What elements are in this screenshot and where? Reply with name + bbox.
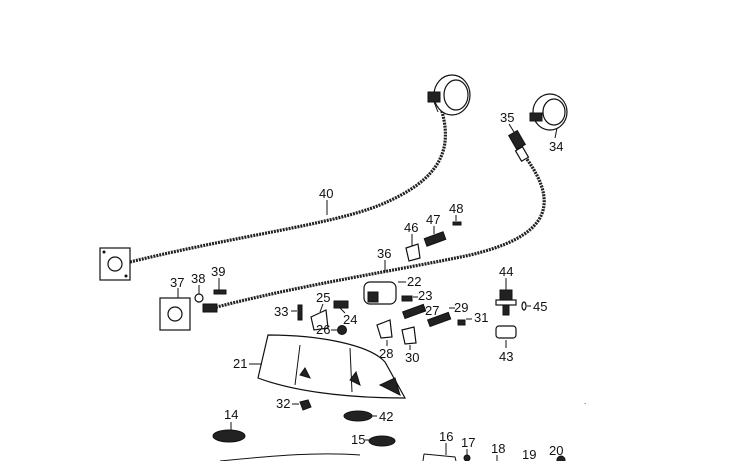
label-28: 28 (379, 346, 393, 361)
tachometer-cable-36 (212, 149, 546, 310)
label-35: 35 (500, 110, 514, 125)
lower-panel-outline (219, 453, 361, 461)
fitting-24-icon (333, 300, 349, 309)
pin-48-icon (452, 221, 462, 226)
plate-16-icon (422, 453, 457, 461)
label-32: 32 (276, 396, 290, 411)
label-24: 24 (343, 312, 357, 327)
grommet-15-icon (368, 435, 396, 447)
label-22: 22 (407, 274, 421, 289)
nut-32-icon (299, 399, 312, 411)
label-39: 39 (211, 264, 225, 279)
label-14: 14 (224, 407, 238, 422)
label-44: 44 (499, 264, 513, 279)
leader-lines (177, 123, 558, 461)
screw-17-icon (463, 454, 471, 461)
label-31: 31 (474, 310, 488, 325)
grommet-42-icon (343, 410, 373, 422)
tachometer-gauge-icon (529, 93, 568, 131)
instrument-panel-21-icon (257, 334, 407, 399)
label-45: 45 (533, 299, 547, 314)
label-15: 15 (351, 432, 365, 447)
label-33: 33 (274, 304, 288, 319)
bracket-30-icon (401, 326, 417, 345)
grommet-43-icon (495, 325, 517, 339)
screw-20-icon (556, 455, 566, 461)
stray-mark: . (584, 397, 586, 406)
cable-flange-left-icon (99, 247, 131, 281)
fitting-27-icon (401, 303, 427, 320)
switch-44-icon (495, 289, 517, 316)
speedometer-cable-40 (129, 104, 448, 264)
label-18: 18 (491, 441, 505, 456)
cable-flange-37-icon (159, 297, 218, 331)
label-36: 36 (377, 246, 391, 261)
label-23: 23 (418, 288, 432, 303)
nut-26-icon (337, 325, 347, 335)
label-38: 38 (191, 271, 205, 286)
sleeve-47-icon (423, 231, 447, 247)
drive-gear-22-icon (363, 281, 397, 305)
label-34: 34 (549, 139, 563, 154)
label-43: 43 (499, 349, 513, 364)
label-17: 17 (461, 435, 475, 450)
screw-33-icon (297, 304, 303, 321)
cable-connector-35-icon (507, 129, 530, 163)
label-20: 20 (549, 443, 563, 458)
label-29: 29 (454, 300, 468, 315)
bracket-46-icon (405, 243, 421, 262)
fitting-29-icon (426, 311, 452, 328)
label-16: 16 (439, 429, 453, 444)
bracket-25-icon (310, 309, 329, 331)
label-27: 27 (425, 303, 439, 318)
bracket-28-icon (376, 319, 393, 339)
screw-39-icon (213, 289, 227, 295)
washer-38-icon (194, 293, 204, 303)
label-42: 42 (379, 409, 393, 424)
label-37: 37 (170, 275, 184, 290)
label-25: 25 (316, 290, 330, 305)
grommet-14-icon (212, 429, 246, 443)
label-47: 47 (426, 212, 440, 227)
speedometer-gauge-icon (427, 74, 471, 116)
label-48: 48 (449, 201, 463, 216)
clip-45-icon (521, 301, 527, 311)
label-46: 46 (404, 220, 418, 235)
label-19: 19 (522, 447, 536, 461)
screw-31-icon (457, 319, 466, 326)
label-40: 40 (319, 186, 333, 201)
label-21: 21 (233, 356, 247, 371)
label-26: 26 (316, 322, 330, 337)
label-30: 30 (405, 350, 419, 365)
fitting-23-icon (401, 295, 413, 302)
